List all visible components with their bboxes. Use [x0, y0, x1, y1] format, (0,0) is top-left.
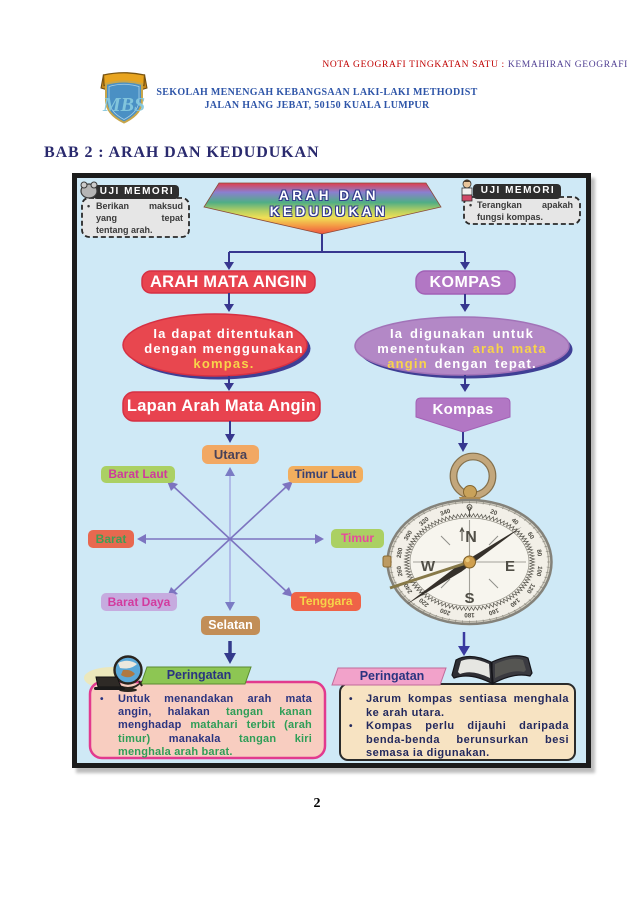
svg-text:S: S: [464, 590, 474, 607]
svg-text:180: 180: [464, 611, 475, 618]
svg-text:240: 240: [403, 582, 415, 595]
svg-text:80: 80: [535, 549, 543, 558]
svg-text:300: 300: [403, 529, 415, 542]
svg-text:60: 60: [526, 531, 536, 541]
svg-text:280: 280: [396, 547, 405, 559]
svg-text:N: N: [465, 529, 477, 546]
svg-text:340: 340: [439, 507, 452, 517]
svg-text:260: 260: [396, 565, 405, 577]
svg-text:W: W: [421, 558, 436, 575]
svg-text:120: 120: [525, 582, 537, 595]
svg-text:200: 200: [439, 606, 452, 616]
svg-text:40: 40: [510, 517, 520, 527]
svg-text:100: 100: [534, 565, 543, 577]
svg-text:E: E: [505, 558, 515, 575]
svg-text:MBS: MBS: [102, 94, 145, 116]
svg-text:20: 20: [489, 508, 498, 517]
svg-text:160: 160: [487, 606, 500, 616]
